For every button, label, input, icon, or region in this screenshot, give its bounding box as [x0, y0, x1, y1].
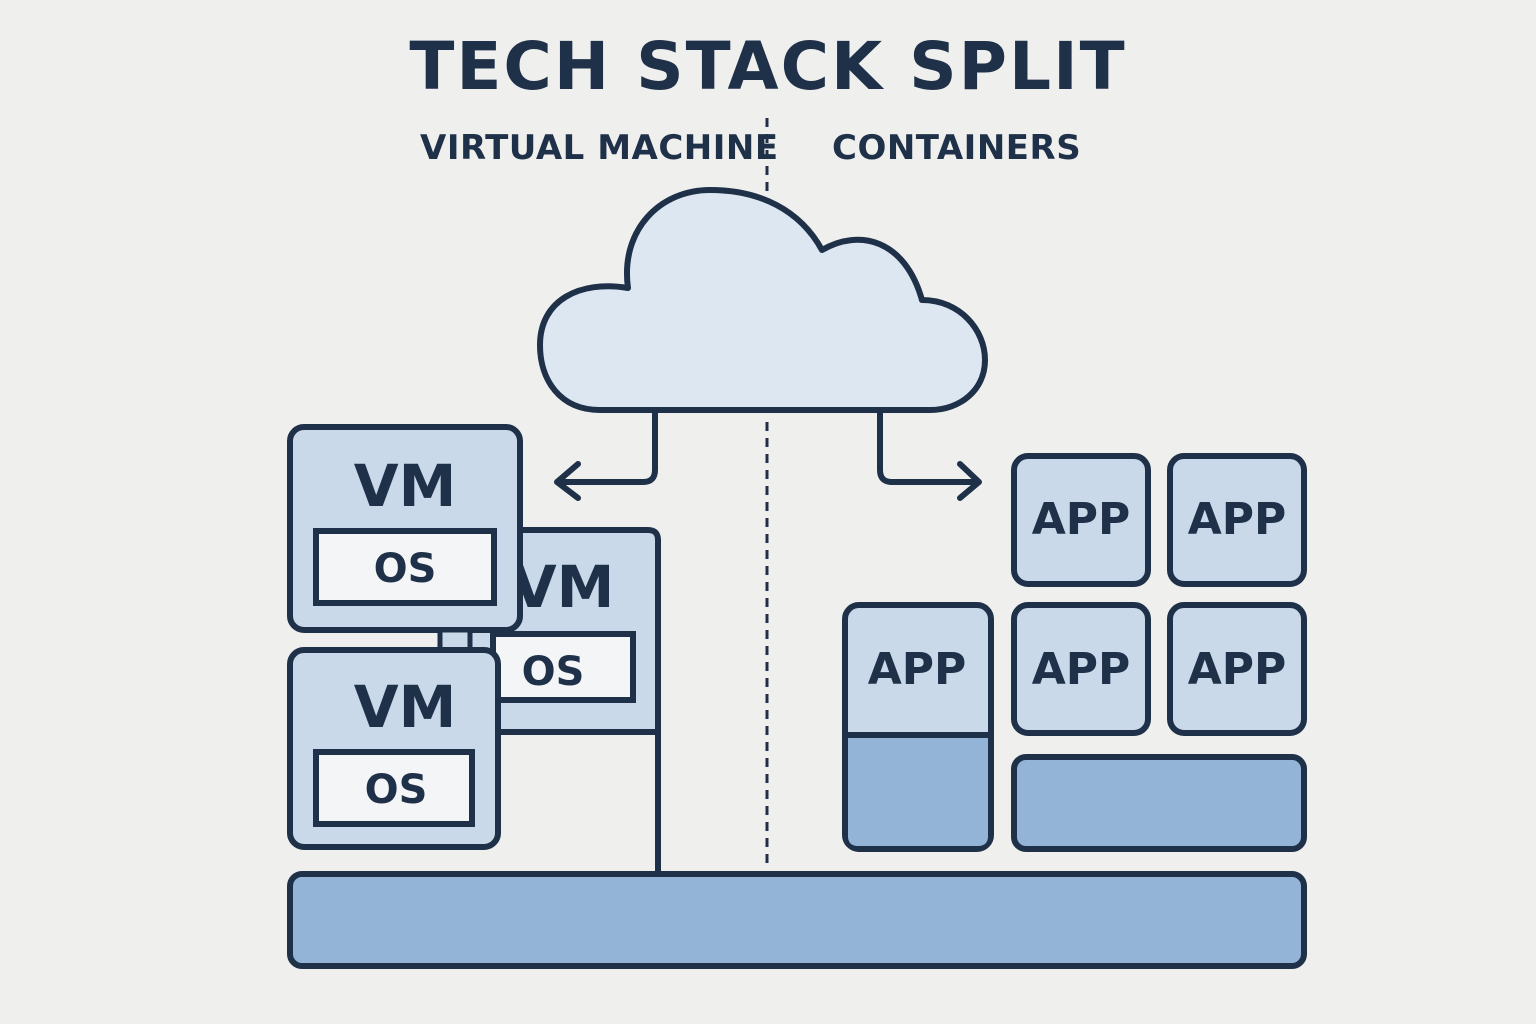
app-label: APP [1032, 644, 1131, 695]
containers-label: CONTAINERS [832, 128, 1082, 168]
app-box [1167, 453, 1307, 587]
app-label: APP [1188, 644, 1287, 695]
app-container: APP [1167, 602, 1307, 736]
os-box [313, 528, 497, 606]
vm-label: VM [354, 452, 457, 520]
app-container: APP [1167, 453, 1307, 587]
app-container: APP [842, 602, 994, 852]
app-box [1011, 602, 1151, 736]
vm-label: VM [354, 673, 457, 741]
container-runtime-bar [1011, 754, 1307, 852]
app-label: APP [1188, 494, 1287, 545]
os-label: OS [365, 767, 428, 813]
os-box [313, 749, 475, 827]
app-label: APP [1032, 494, 1131, 545]
virtual-machine-label: VIRTUAL MACHINE [420, 128, 779, 168]
runtime-layer [848, 735, 988, 846]
app-container: APP [1011, 453, 1151, 587]
app-box [1011, 453, 1151, 587]
host-infrastructure-bar [287, 871, 1307, 969]
arrow-left-icon [554, 461, 581, 501]
container-connector [877, 409, 979, 485]
arrow-right-icon [957, 461, 982, 501]
vm-card: VM OS [287, 424, 523, 633]
vm-label: VM [512, 553, 615, 621]
app-box [1167, 602, 1307, 736]
os-label: OS [374, 546, 437, 592]
page-title: TECH STACK SPLIT [409, 28, 1127, 105]
vm-card: VM OS [287, 627, 501, 850]
app-label: APP [868, 644, 967, 695]
cloud-icon [537, 187, 988, 413]
os-label: OS [522, 649, 585, 695]
vm-connector [557, 409, 658, 485]
app-container: APP [1011, 602, 1151, 736]
